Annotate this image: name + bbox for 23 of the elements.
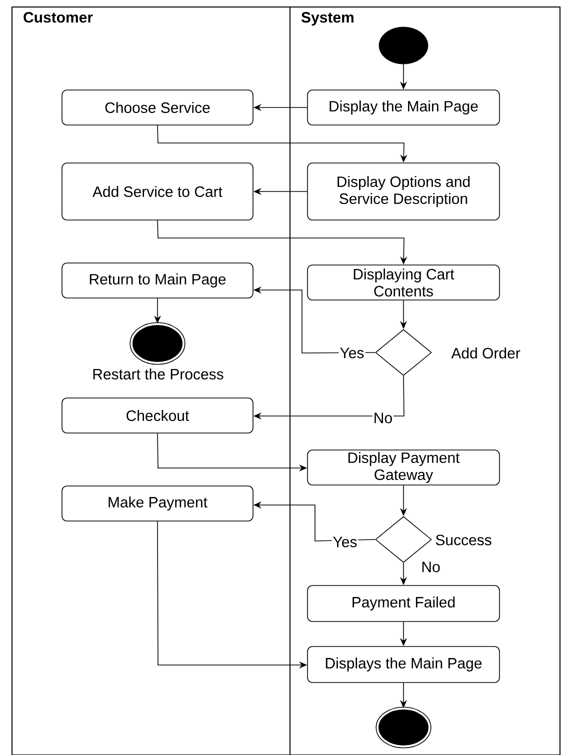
node-caption: Success (436, 534, 492, 546)
edge-label: Yes (338, 346, 366, 360)
node-caption: Restart the Process (93, 368, 224, 380)
action-box: Add Service to Cart (62, 162, 254, 220)
start-node (378, 26, 428, 64)
edge-label: Yes (332, 536, 358, 548)
action-box: Return to Main Page (62, 262, 254, 298)
action-box: Display the Main Page (307, 90, 500, 126)
action-box: Displays the Main Page (307, 646, 500, 683)
end-node (130, 322, 186, 365)
edge-label: No (372, 412, 394, 424)
action-box: Make Payment (62, 486, 254, 522)
end-node (376, 706, 432, 748)
action-box: Choose Service (62, 90, 254, 126)
node-caption: Add Order (451, 348, 520, 358)
action-box: Display Options and Service Description (307, 162, 500, 220)
action-box: Payment Failed (307, 585, 500, 622)
decision-diamond (375, 516, 432, 563)
edge-label: No (420, 560, 442, 574)
action-box: Display Payment Gateway (307, 450, 500, 486)
action-box: Displaying Cart Contents (307, 264, 500, 300)
decision-diamond (375, 329, 432, 376)
action-box: Checkout (62, 398, 254, 434)
